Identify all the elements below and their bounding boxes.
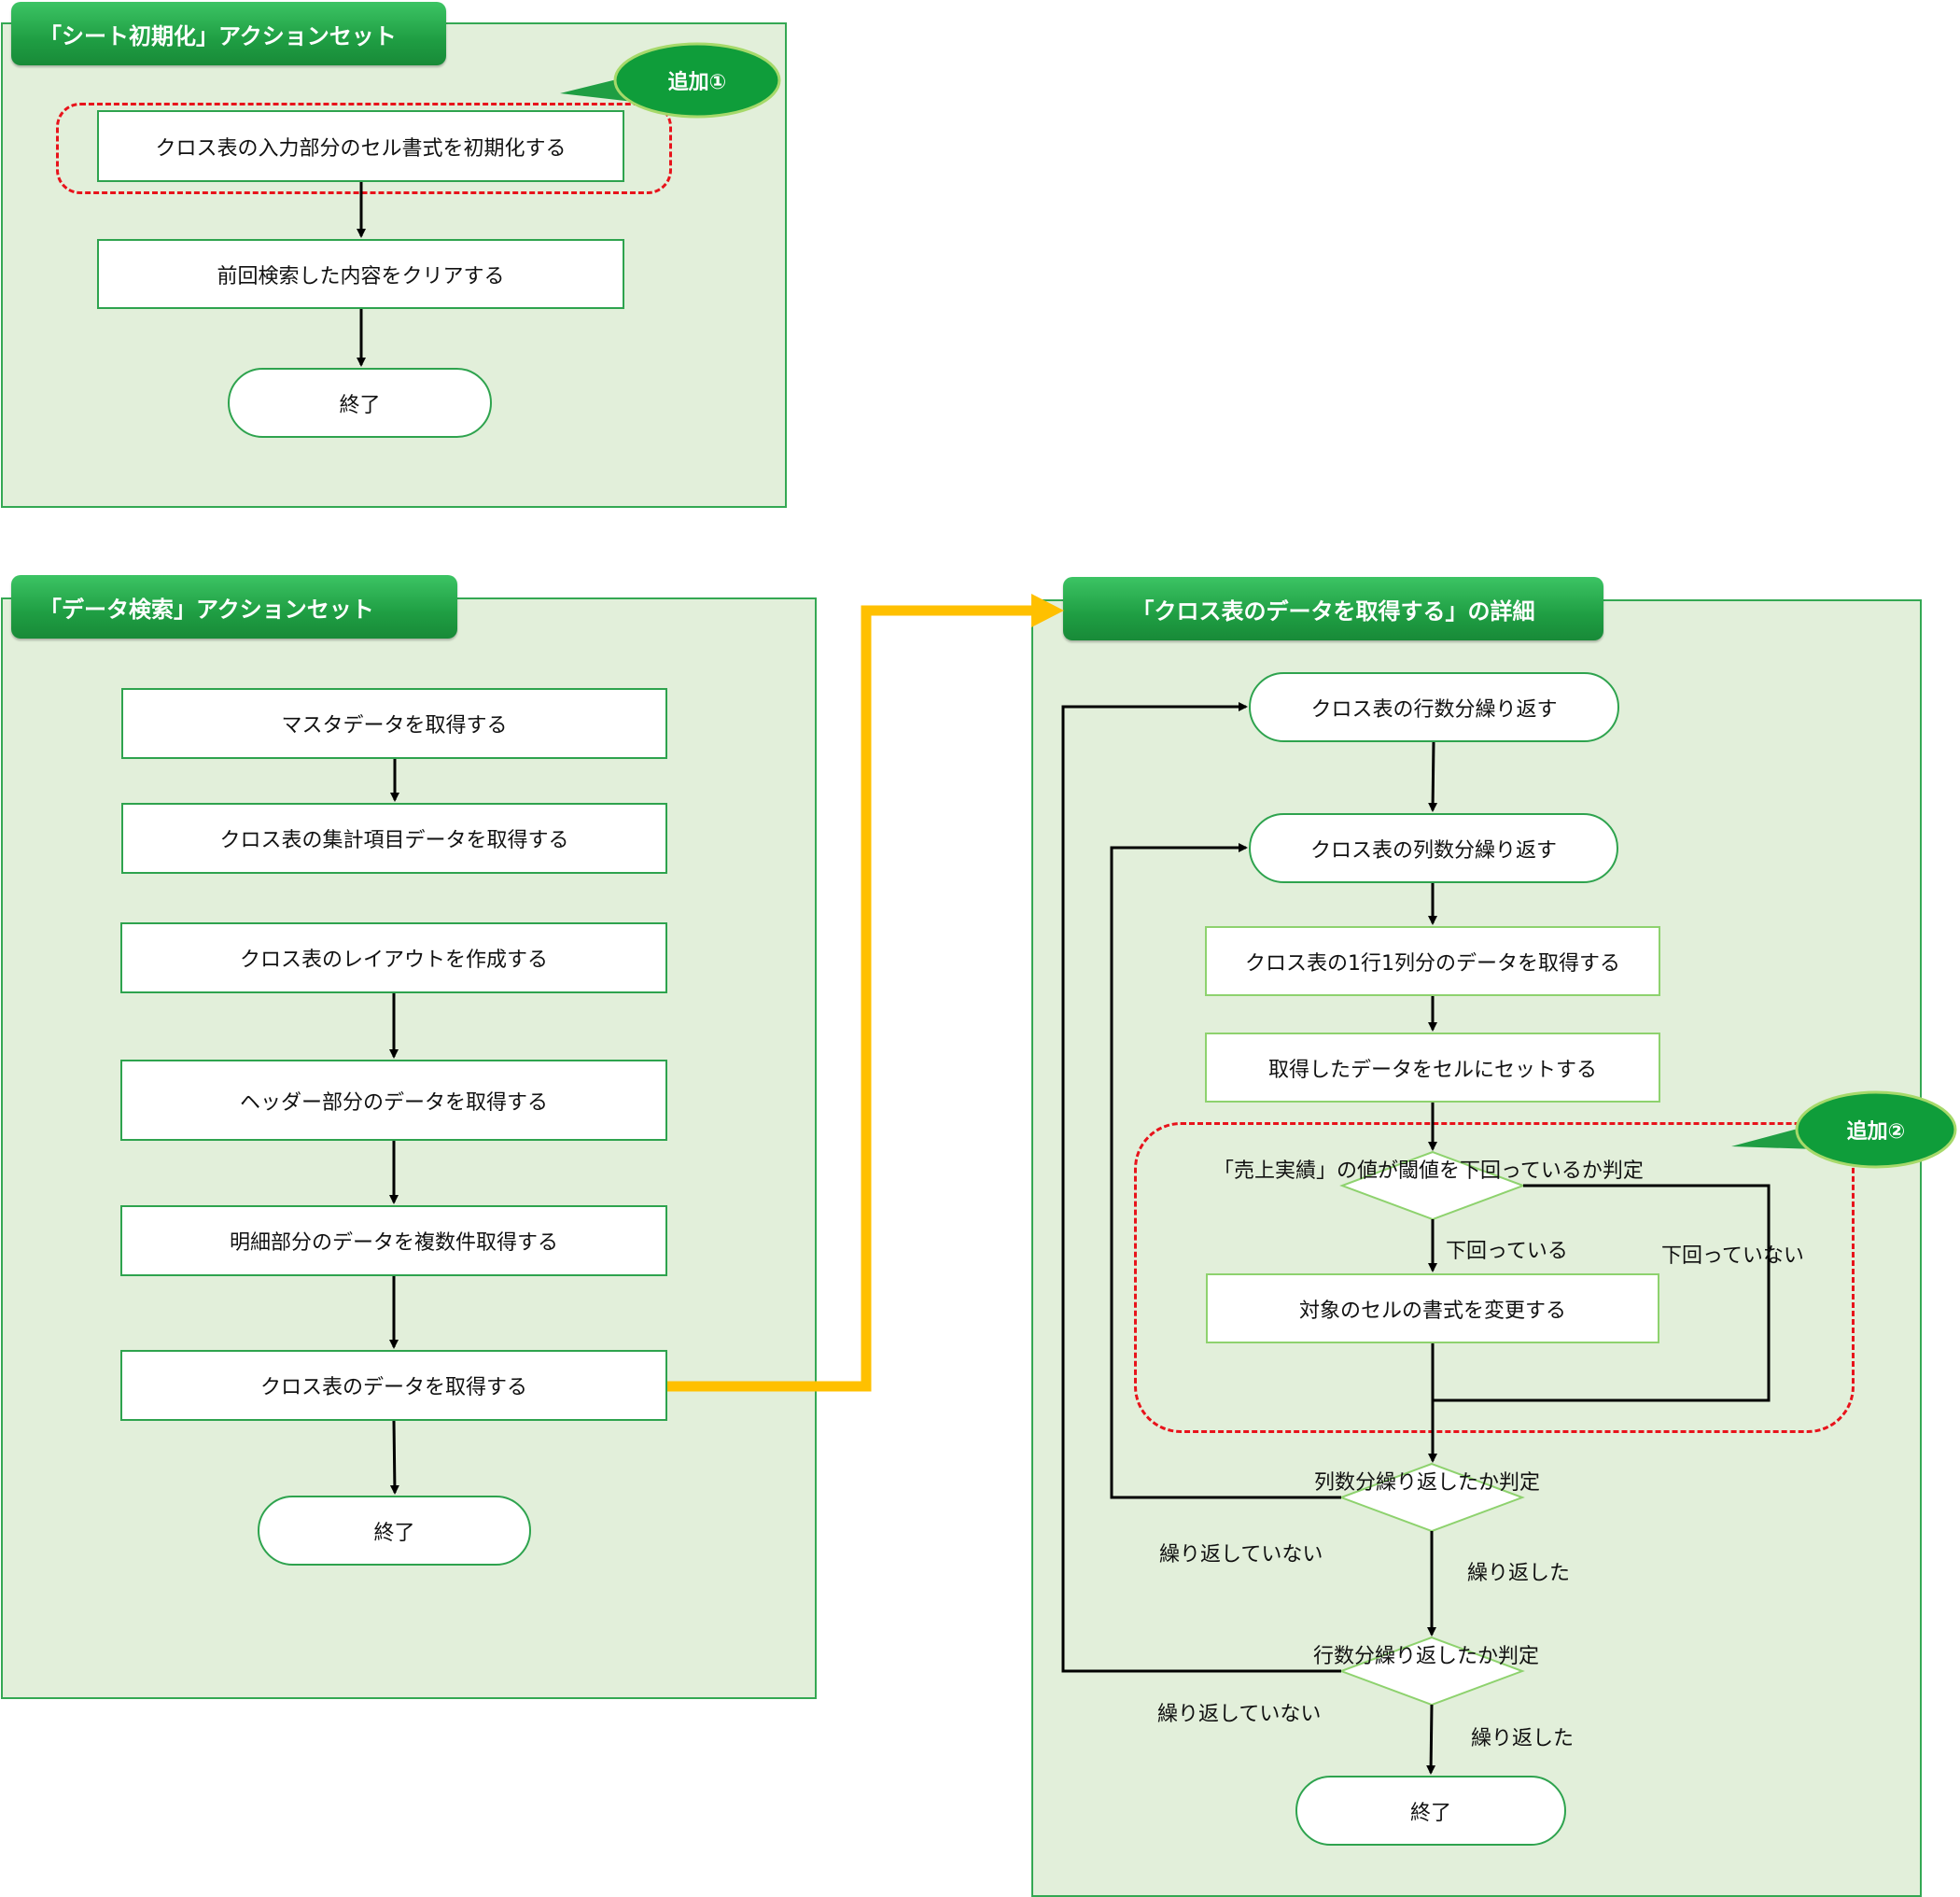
branch-rows-not-repeated: 繰り返していない xyxy=(1157,1703,1322,1726)
decision-sales-label: 「売上実績」の値が閾値を下回っているか判定 xyxy=(1213,1159,1644,1183)
step-clear-previous-search[interactable]: 前回検索した内容をクリアする xyxy=(97,239,624,309)
callout-added-2 xyxy=(1731,1090,1957,1169)
terminal-end-1[interactable]: 終了 xyxy=(228,368,492,438)
highlight-added-2 xyxy=(1134,1122,1855,1433)
callout-added-1 xyxy=(560,42,781,119)
loop-rows[interactable]: クロス表の行数分繰り返す xyxy=(1249,672,1619,742)
step-get-header-data[interactable]: ヘッダー部分のデータを取得する xyxy=(120,1060,667,1141)
step-get-cross-table-data[interactable]: クロス表のデータを取得する xyxy=(120,1350,667,1421)
step-init-cell-format[interactable]: クロス表の入力部分のセル書式を初期化する xyxy=(97,110,624,182)
branch-cols-not-repeated: 繰り返していない xyxy=(1159,1543,1323,1567)
panel3-arrows xyxy=(1061,702,1771,1775)
step-create-layout[interactable]: クロス表のレイアウトを作成する xyxy=(120,922,667,993)
connector-to-detail xyxy=(667,594,1064,1392)
callout-added-1-label: 追加① xyxy=(667,71,727,94)
decision-cols-label: 列数分繰り返したか判定 xyxy=(1314,1471,1541,1495)
callout-added-2-label: 追加② xyxy=(1846,1120,1906,1144)
step-get-aggregate-items[interactable]: クロス表の集計項目データを取得する xyxy=(121,803,667,874)
branch-cols-repeated: 繰り返した xyxy=(1467,1562,1571,1585)
loop-cols[interactable]: クロス表の列数分繰り返す xyxy=(1249,813,1618,883)
branch-below-label: 下回っている xyxy=(1446,1240,1568,1263)
panel-detail-title: 「クロス表のデータを取得する」の詳細 xyxy=(1063,577,1603,640)
terminal-end-2[interactable]: 終了 xyxy=(258,1496,531,1566)
panel-sheet-init-title: 「シート初期化」アクションセット xyxy=(11,2,446,65)
terminal-end-3[interactable]: 終了 xyxy=(1295,1776,1566,1846)
branch-not-below-label: 下回っていない xyxy=(1661,1244,1804,1268)
step-get-cell-data[interactable]: クロス表の1行1列分のデータを取得する xyxy=(1205,926,1660,996)
step-change-format[interactable]: 対象のセルの書式を変更する xyxy=(1206,1273,1659,1343)
highlight-added-1 xyxy=(56,103,672,194)
step-set-cell[interactable]: 取得したデータをセルにセットする xyxy=(1205,1033,1660,1103)
branch-rows-repeated: 繰り返した xyxy=(1471,1727,1575,1750)
step-get-detail-data[interactable]: 明細部分のデータを複数件取得する xyxy=(120,1205,667,1276)
panel-data-search-title: 「データ検索」アクションセット xyxy=(11,575,457,639)
decision-rows-label: 行数分繰り返したか判定 xyxy=(1313,1645,1540,1668)
step-get-master-data[interactable]: マスタデータを取得する xyxy=(121,688,667,759)
panel2-arrows xyxy=(389,759,399,1495)
